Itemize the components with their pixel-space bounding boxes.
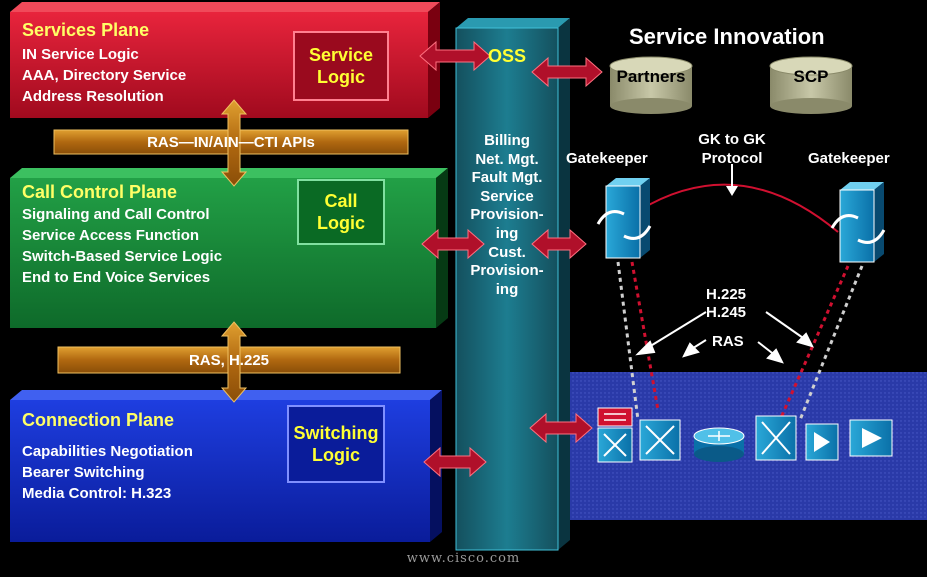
switching-logic-line1: Switching (293, 423, 379, 443)
service-logic-line1: Service (308, 45, 374, 65)
gk-to-gk-label: GK to GK Protocol (682, 130, 782, 168)
voice-switch-icon (755, 415, 797, 461)
ras-label: RAS (712, 333, 744, 350)
router-icon (693, 427, 745, 462)
gatekeeper-left-label: Gatekeeper (566, 150, 648, 167)
media-server-icon (849, 419, 893, 457)
firewall-switch-icon (597, 407, 633, 463)
oss-title: OSS (487, 46, 526, 66)
call-control-plane-line: Switch-Based Service Logic (22, 248, 223, 265)
oss-function: ing (495, 280, 519, 298)
gatekeeper-right-icon (830, 182, 886, 263)
connection-plane-line: Media Control: H.323 (22, 485, 172, 502)
call-logic-line2: Logic (317, 213, 365, 233)
gatekeeper-left-icon (596, 178, 652, 259)
gk-to-gk-link (639, 183, 839, 233)
services-plane-line: IN Service Logic (22, 46, 139, 63)
call-control-plane-line: Service Access Function (22, 227, 200, 244)
connection-plane-title: Connection Plane (22, 410, 175, 430)
call-control-plane-line: Signaling and Call Control (22, 206, 210, 223)
connection-plane-line: Bearer Switching (22, 464, 145, 481)
footer-url: www.cisco.com (406, 551, 521, 566)
api-bar-ras-in-ain-cti: RAS—IN/AIN—CTI APIs (147, 133, 315, 151)
partners-label: Partners (616, 67, 686, 86)
gk-to-gk-line1: GK to GK (698, 131, 766, 148)
oss-function: Net. Mgt. (475, 150, 539, 168)
oss-function: Provision- (470, 262, 544, 280)
service-logic-line2: Logic (317, 67, 365, 87)
oss-function: Provision- (470, 206, 544, 224)
gatekeeper-right-label: Gatekeeper (808, 150, 890, 167)
oss-function: ing (495, 224, 519, 242)
services-plane-line: Address Resolution (22, 88, 164, 105)
oss-function: Billing (484, 132, 530, 149)
h225-h245-label: H.225 H.245 (706, 286, 746, 322)
voice-gateway-icon (805, 423, 839, 461)
oss-function: Fault Mgt. (471, 169, 543, 187)
api-bar-ras-h225: RAS, H.225 (188, 351, 270, 369)
gk-to-gk-line2: Protocol (701, 150, 763, 167)
switching-logic-line2: Logic (312, 445, 360, 465)
connection-plane-line: Capabilities Negotiation (22, 443, 193, 460)
h225-label: H.225 (706, 286, 747, 303)
scp-label: SCP (793, 67, 829, 86)
call-control-plane-title: Call Control Plane (22, 182, 178, 202)
call-logic-line1: Call (324, 191, 358, 211)
oss-function-list: Billing Net. Mgt. Fault Mgt. Service Pro… (456, 132, 558, 299)
service-innovation-title: Service Innovation (629, 24, 825, 49)
oss-function: Cust. (488, 243, 526, 261)
partners-database-icon (609, 56, 693, 114)
services-plane-line: AAA, Directory Service (22, 67, 187, 84)
call-control-plane-line: End to End Voice Services (22, 269, 211, 286)
scp-database-icon (769, 56, 853, 114)
h245-label: H.245 (706, 304, 747, 321)
oss-function: Service (480, 187, 534, 205)
atm-switch-icon (639, 419, 681, 461)
services-plane-title: Services Plane (22, 20, 150, 40)
